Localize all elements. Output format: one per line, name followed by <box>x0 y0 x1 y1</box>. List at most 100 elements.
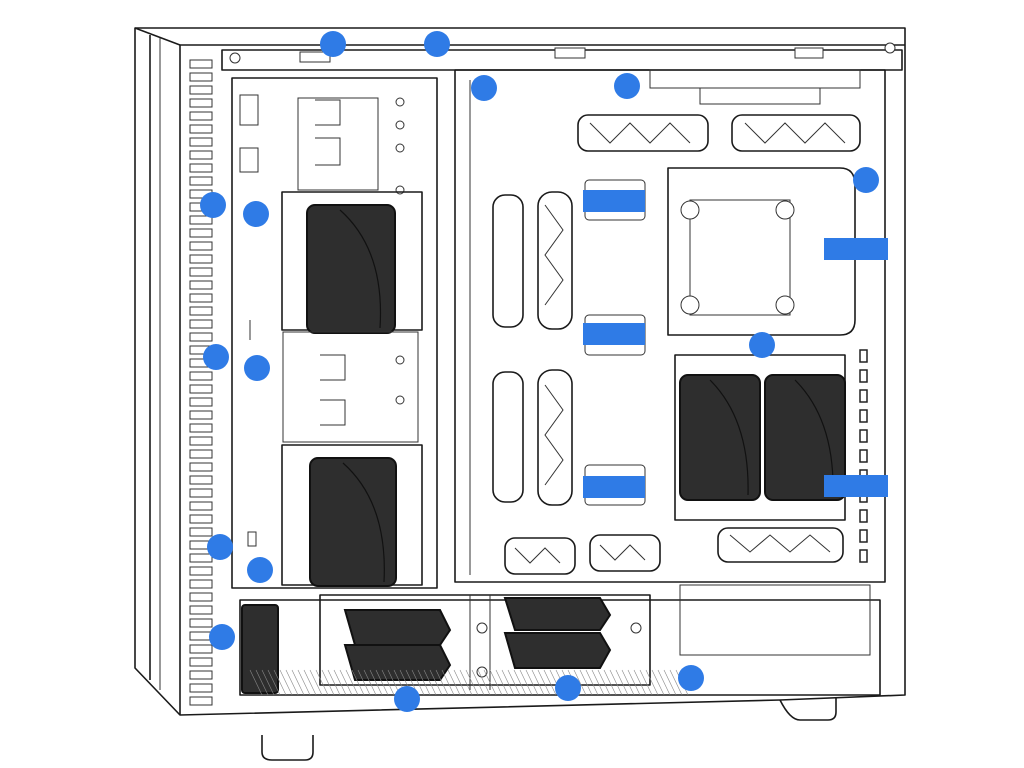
vent-slat <box>189 618 213 628</box>
mesh-line <box>315 669 329 696</box>
mesh-line <box>579 669 593 696</box>
callout-dot <box>471 75 497 101</box>
vent-slat <box>189 85 213 95</box>
vent-slat <box>189 579 213 589</box>
rear-slot <box>859 529 868 543</box>
bottom-bay <box>239 584 881 696</box>
mesh-line <box>519 669 533 696</box>
mesh-line <box>381 669 395 696</box>
vent-slat <box>189 475 213 485</box>
vent-slat <box>189 644 213 654</box>
rear-slot <box>859 409 868 423</box>
callout-dot <box>200 192 226 218</box>
mesh-line <box>525 669 539 696</box>
mesh-line <box>651 669 665 696</box>
callout-dot <box>320 31 346 57</box>
highlight-bar <box>583 476 645 498</box>
vent-slat <box>189 696 213 706</box>
vent-slat <box>189 163 213 173</box>
front-vent <box>189 59 213 706</box>
rear-slot <box>859 429 868 443</box>
mesh-line <box>483 669 497 696</box>
callout-dot <box>555 675 581 701</box>
callout-dot <box>247 557 273 583</box>
callout-dot <box>203 344 229 370</box>
vent-slat <box>189 98 213 108</box>
vent-slat <box>189 462 213 472</box>
case-feet <box>261 698 837 761</box>
vent-slat <box>189 111 213 121</box>
mesh-line <box>345 669 359 696</box>
mesh-line <box>297 669 311 696</box>
mesh-line <box>285 669 299 696</box>
mesh-line <box>339 669 353 696</box>
vent-slat <box>189 254 213 264</box>
mesh-line <box>627 669 641 696</box>
mesh-line <box>363 669 377 696</box>
mesh-line <box>351 669 365 696</box>
callout-dot <box>424 31 450 57</box>
mesh-line <box>537 669 551 696</box>
mesh-line <box>489 669 503 696</box>
vent-slat <box>189 280 213 290</box>
vent-slat <box>189 72 213 82</box>
callout-dot <box>244 355 270 381</box>
highlight-bar <box>824 238 888 260</box>
vent-slat <box>189 59 213 69</box>
vent-slat <box>189 553 213 563</box>
mesh-line <box>663 669 677 696</box>
mesh-line <box>309 669 323 696</box>
mesh-line <box>267 669 281 696</box>
vent-slat <box>189 592 213 602</box>
rear-slot <box>859 449 868 463</box>
mesh-line <box>645 669 659 696</box>
vent-slat <box>189 371 213 381</box>
vent-slat <box>189 436 213 446</box>
vent-slat <box>189 566 213 576</box>
mesh-line <box>639 669 653 696</box>
rear-slot <box>859 549 868 563</box>
mesh-line <box>417 669 431 696</box>
mesh-line <box>591 669 605 696</box>
vent-slat <box>189 215 213 225</box>
vent-slat <box>189 293 213 303</box>
mesh-line <box>333 669 347 696</box>
vent-slat <box>189 137 213 147</box>
vent-slat <box>189 514 213 524</box>
mesh-line <box>495 669 509 696</box>
mesh-line <box>429 669 443 696</box>
callout-dot <box>207 534 233 560</box>
mesh-line <box>615 669 629 696</box>
mesh-line <box>321 669 335 696</box>
callout-dot <box>678 665 704 691</box>
vent-slat <box>189 124 213 134</box>
vent-slat <box>189 228 213 238</box>
vent-slat <box>189 488 213 498</box>
mesh-line <box>447 669 461 696</box>
rear-slot <box>859 509 868 523</box>
highlight-bar <box>583 190 645 212</box>
mesh-line <box>477 669 491 696</box>
vent-slat <box>189 670 213 680</box>
vent-slat <box>189 319 213 329</box>
vent-slat <box>189 241 213 251</box>
mesh-line <box>471 669 485 696</box>
vent-slat <box>189 683 213 693</box>
mesh-line <box>609 669 623 696</box>
vent-slat <box>189 449 213 459</box>
callout-dot <box>614 73 640 99</box>
vent-slat <box>189 410 213 420</box>
vent-slat <box>189 306 213 316</box>
vent-slat <box>189 605 213 615</box>
mesh-line <box>603 669 617 696</box>
vent-slat <box>189 267 213 277</box>
mesh-line <box>273 669 287 696</box>
mesh-line <box>453 669 467 696</box>
callout-dot <box>749 332 775 358</box>
vent-slat <box>189 150 213 160</box>
vent-slat <box>189 384 213 394</box>
mesh-line <box>303 669 317 696</box>
mesh-line <box>657 669 671 696</box>
mesh-line <box>459 669 473 696</box>
callout-dot <box>243 201 269 227</box>
